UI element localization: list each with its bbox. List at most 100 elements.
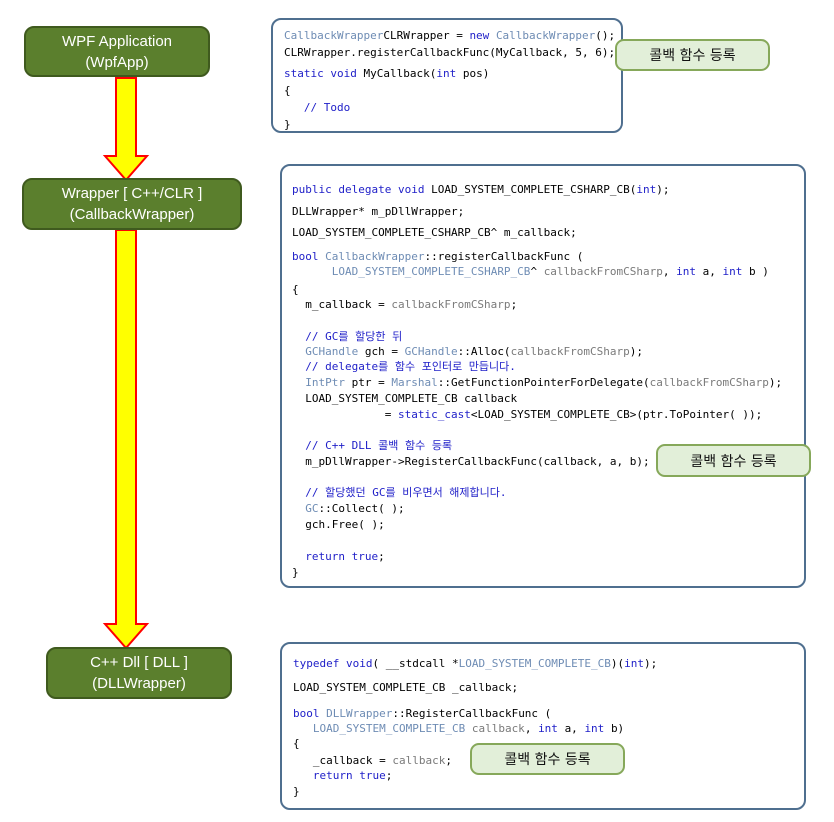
code-token: int (624, 657, 645, 670)
callout-register-wrapper: 콜백 함수 등록 (656, 444, 811, 477)
code-token: ^ (530, 265, 544, 278)
code-line: } (292, 565, 299, 580)
code-token: )( (610, 657, 625, 670)
code-token: static_cast (397, 408, 471, 421)
code-line: } (293, 784, 300, 799)
code-token: int (584, 722, 611, 735)
code-line: // 할당했던 GC를 비우면서 해제합니다. (292, 485, 507, 500)
code-token: { (293, 737, 300, 750)
code-line: _callback = callback; (293, 753, 452, 768)
code-line: // C++ DLL 콜백 함수 등록 (292, 438, 452, 453)
code-line: m_callback = callbackFromCSharp; (292, 297, 517, 312)
code-token: // delegate를 함수 포인터로 만듭니다. (305, 360, 516, 373)
code-token: int (722, 265, 750, 278)
code-token: LOAD_SYSTEM_COMPLETE_CB (458, 657, 611, 670)
code-token: static void (284, 67, 364, 80)
code-token: GCHandle (404, 345, 458, 358)
code-token: ; (385, 769, 393, 782)
code-line: GC::Collect( ); (292, 501, 404, 516)
node-cpp-dll: C++ Dll [ DLL ] (DLLWrapper) (46, 647, 232, 699)
code-token: , (524, 722, 539, 735)
code-line: = static_cast<LOAD_SYSTEM_COMPLETE_CB>(p… (292, 407, 763, 422)
code-line: LOAD_SYSTEM_COMPLETE_CSHARP_CB^ callback… (292, 264, 769, 279)
code-token (293, 769, 313, 782)
code-token (292, 265, 332, 278)
code-token: { (284, 84, 291, 97)
code-token: gch.Free( ); (292, 518, 385, 531)
code-token: CallbackWrapper (495, 29, 596, 42)
code-token: LOAD_SYSTEM_COMPLETE_CB (312, 722, 466, 735)
code-line: gch.Free( ); (292, 517, 385, 532)
code-line: return true; (292, 549, 384, 564)
callout-register-dll: 콜백 함수 등록 (470, 743, 625, 775)
code-token: } (293, 785, 300, 798)
code-token: int (538, 722, 565, 735)
code-token: CLRWrapper = (383, 29, 470, 42)
code-line: GCHandle gch = GCHandle::Alloc(callbackF… (292, 344, 643, 359)
code-token: ); (644, 657, 658, 670)
code-token: callback (392, 754, 446, 767)
node-wpf-line2: (WpfApp) (85, 53, 149, 71)
code-token: GC (305, 502, 319, 515)
code-line: CLRWrapper.registerCallbackFunc(MyCallba… (284, 45, 615, 60)
code-line: DLLWrapper* m_pDllWrapper; (292, 204, 464, 219)
code-token: <LOAD_SYSTEM_COMPLETE_CB>(ptr.ToPointer(… (470, 408, 763, 421)
code-token: CallbackWrapper (325, 250, 425, 263)
code-token (293, 722, 313, 735)
code-token: } (284, 118, 291, 131)
code-token: DLLWrapper (326, 707, 393, 720)
code-token: ::registerCallbackFunc ( (424, 250, 584, 263)
code-line: CallbackWrapperCLRWrapper = new Callback… (284, 28, 615, 43)
code-line: LOAD_SYSTEM_COMPLETE_CB callback, int a,… (293, 721, 624, 736)
code-line: bool DLLWrapper::RegisterCallbackFunc ( (293, 706, 551, 721)
code-token: LOAD_SYSTEM_COMPLETE_CSHARP_CB (331, 265, 531, 278)
code-token: (); (595, 29, 616, 42)
code-token: // C++ DLL 콜백 함수 등록 (305, 439, 453, 452)
node-dll-line1: C++ Dll [ DLL ] (90, 654, 188, 671)
code-line: LOAD_SYSTEM_COMPLETE_CB _callback; (293, 680, 518, 695)
code-token (292, 360, 305, 373)
node-wpf-line1: WPF Application (61, 32, 173, 50)
code-box-wrapper (280, 164, 806, 588)
node-wpf-application: WPF Application (WpfApp) (24, 26, 210, 77)
code-line: { (292, 282, 299, 297)
code-line: LOAD_SYSTEM_COMPLETE_CSHARP_CB^ m_callba… (292, 225, 577, 240)
code-token: ::RegisterCallbackFunc ( (392, 707, 552, 720)
code-box-wpf (271, 18, 623, 133)
code-token: // 할당했던 GC를 비우면서 해제합니다. (305, 486, 507, 499)
code-token: LOAD_SYSTEM_COMPLETE_CB callback (292, 392, 518, 405)
code-token: bool (292, 250, 326, 263)
node-wrapper-line1: Wrapper [ C++/CLR ] (61, 185, 203, 202)
code-token: callbackFromCSharp (543, 265, 663, 278)
arrow-wrapper-to-dll (102, 229, 150, 650)
code-token: } (292, 566, 299, 579)
code-token (292, 550, 305, 563)
code-token: GCHandle (305, 345, 359, 358)
arrow-wpf-to-wrapper (102, 77, 150, 182)
node-dll-line2: (DLLWrapper) (92, 675, 186, 692)
code-token: ; (445, 754, 452, 767)
code-token: = (292, 408, 398, 421)
code-token: callbackFromCSharp (391, 298, 511, 311)
code-token: LOAD_SYSTEM_COMPLETE_CSHARP_CB( (431, 183, 637, 196)
code-token: ::GetFunctionPointerForDelegate( (437, 376, 650, 389)
code-token: public delegate void (292, 183, 432, 196)
code-token: DLLWrapper* m_pDllWrapper; (292, 205, 465, 218)
code-token (292, 486, 305, 499)
code-line: // GC를 할당한 뒤 (292, 329, 402, 344)
code-token: int (676, 265, 703, 278)
code-line: return true; (293, 768, 392, 783)
code-token: pos) (462, 67, 490, 80)
code-token: gch = (358, 345, 405, 358)
code-token: LOAD_SYSTEM_COMPLETE_CB _callback; (293, 681, 519, 694)
code-token: { (292, 283, 299, 296)
code-token: LOAD_SYSTEM_COMPLETE_CSHARP_CB^ m_callba… (292, 226, 577, 239)
code-token: m_pDllWrapper->RegisterCallbackFunc(call… (292, 455, 650, 468)
code-token: callbackFromCSharp (649, 376, 769, 389)
code-token (292, 376, 305, 389)
code-token (292, 439, 305, 452)
code-line: bool CallbackWrapper::registerCallbackFu… (292, 249, 583, 264)
node-wrapper-clr: Wrapper [ C++/CLR ] (CallbackWrapper) (22, 178, 242, 230)
code-token: CLRWrapper.registerCallbackFunc(MyCallba… (284, 46, 616, 59)
